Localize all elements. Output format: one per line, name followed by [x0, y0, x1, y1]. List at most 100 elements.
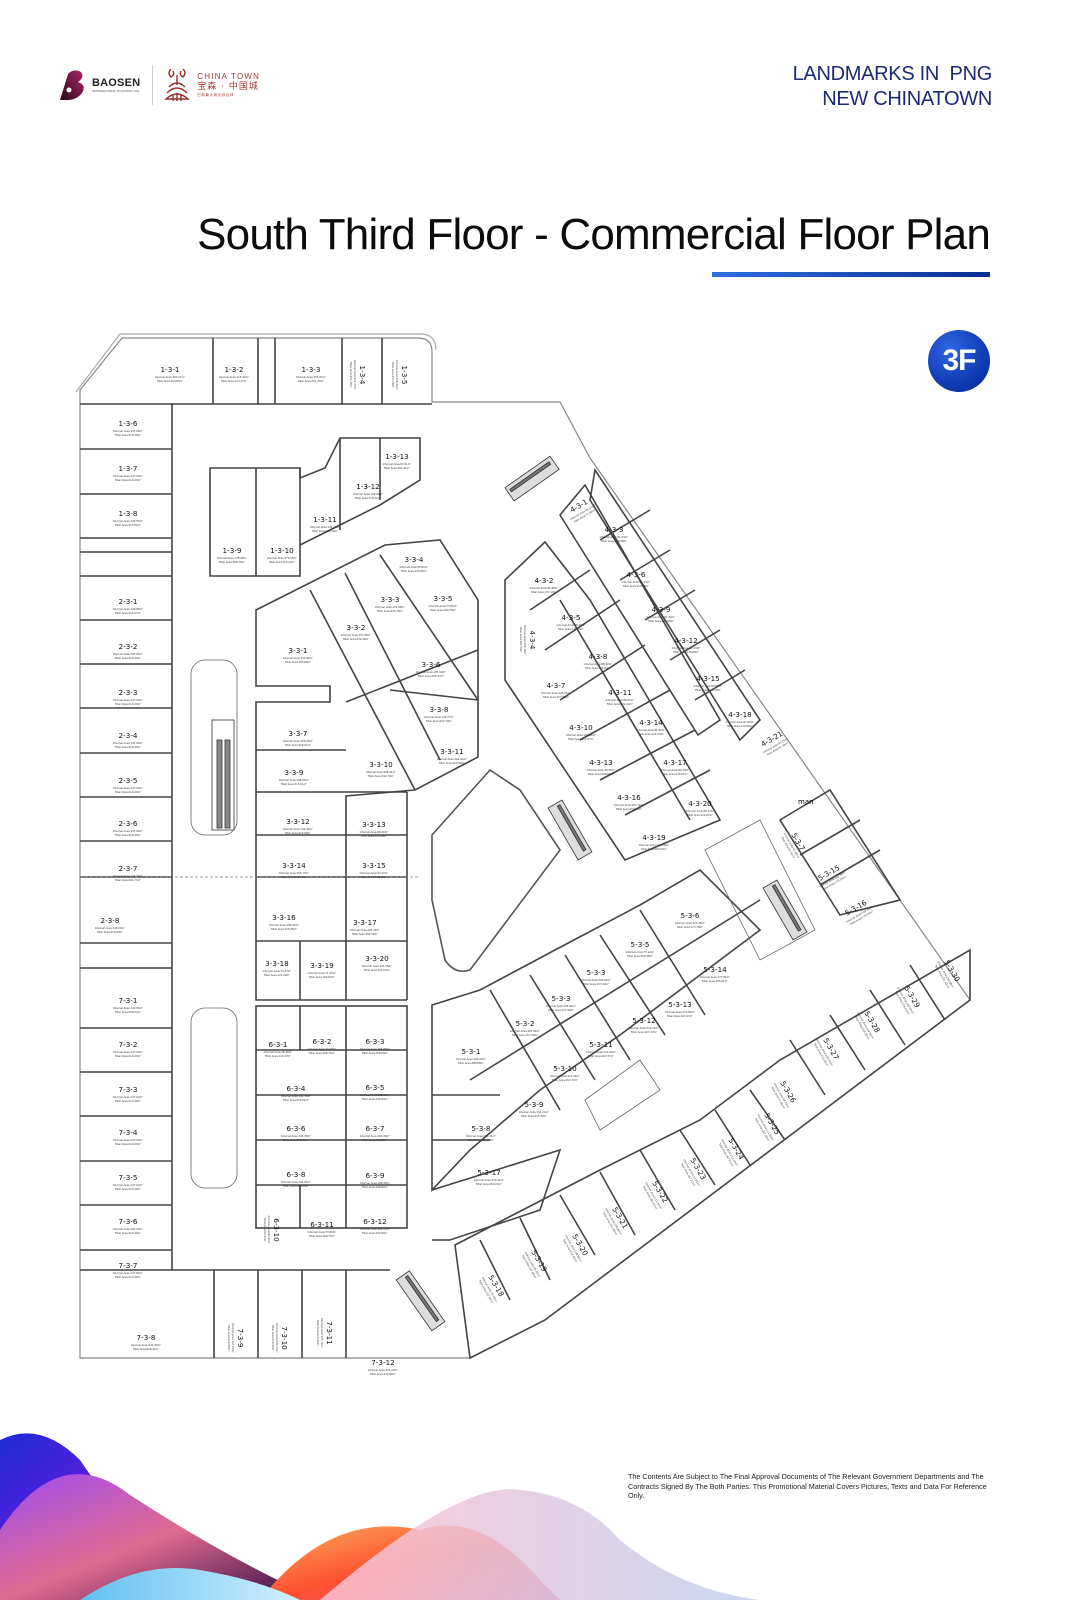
unit-7-3-4[interactable]: 7-3-4Internal Area:147.00m²Total Area:22… — [113, 1128, 143, 1146]
unit-4-3-17[interactable]: 4-3-17Internal Area:89.78m²Total Area:13… — [661, 758, 690, 776]
unit-3-3-4[interactable]: 3-3-4Internal Area:85.60m²Total Area:130… — [400, 555, 429, 573]
unit-4-3-20[interactable]: 4-3-20Internal Area:80.13m²Total Area:12… — [686, 799, 715, 817]
unit-1-3-9[interactable]: 1-3-9Internal Area:178.08m²Total Area:26… — [217, 546, 247, 564]
unit-7-3-5[interactable]: 7-3-5Internal Area:147.00m²Total Area:22… — [113, 1173, 143, 1191]
unit-4-3-19[interactable]: 4-3-19Internal Area:110.26m²Total Area:1… — [639, 833, 669, 851]
unit-4-3-16[interactable]: 4-3-16Internal Area:107.72m²Total Area:1… — [614, 793, 644, 811]
unit-3-3-5[interactable]: 3-3-5Internal Area:73.60m²Total Area:109… — [429, 594, 458, 612]
unit-4-3-12[interactable]: 4-3-12Internal Area:91.03m²Total Area:13… — [672, 636, 701, 654]
unit-3-3-18[interactable]: 3-3-18Internal Area:74.37m²Total Area:11… — [263, 959, 292, 977]
unit-1-3-13[interactable]: 1-3-13Internal Area:67.61m²Total Area:10… — [383, 452, 412, 470]
unit-1-3-12[interactable]: 1-3-12Internal Area:118.00m²Total Area:1… — [353, 482, 383, 500]
unit-7-3-11[interactable]: 7-3-11Internal Area:147.00m²Total Area:2… — [316, 1318, 334, 1348]
unit-4-3-4[interactable]: 4-3-4Internal Area:108.18m²Total Area:16… — [519, 625, 537, 655]
unit-5-3-28[interactable]: 5-3-28Internal Area:143.90m²Total Area:2… — [853, 1006, 884, 1041]
unit-3-3-3[interactable]: 3-3-3Internal Area:151.88m²Total Area:22… — [375, 595, 405, 613]
unit-2-3-1[interactable]: 2-3-1Internal Area:140.88m²Total Area:21… — [113, 597, 143, 615]
unit-5-3-13[interactable]: 5-3-13Internal Area:113.84m²Total Area:1… — [665, 1000, 695, 1018]
unit-5-3-17[interactable]: 5-3-17Internal Area:170.31m²Total Area:2… — [474, 1168, 504, 1186]
unit-1-3-1[interactable]: 1-3-1Internal Area:303.01m²Total Area:45… — [155, 365, 185, 383]
unit-3-3-10[interactable]: 3-3-10Internal Area:208.41m²Total Area:3… — [366, 760, 396, 778]
unit-7-3-1[interactable]: 7-3-1Internal Area:140.56m²Total Area:20… — [113, 996, 143, 1014]
unit-1-3-10[interactable]: 1-3-10Internal Area:170.53m²Total Area:2… — [267, 546, 297, 564]
unit-4-3-13[interactable]: 4-3-13Internal Area:98.38m²Total Area:14… — [587, 758, 616, 776]
unit-5-3-12[interactable]: 5-3-12Internal Area:112.14m²Total Area:1… — [629, 1016, 659, 1034]
unit-4-3-15[interactable]: 4-3-15Internal Area:84.62m²Total Area:12… — [694, 674, 723, 692]
unit-3-3-14[interactable]: 3-3-14Internal Area:155.73m²Total Area:2… — [279, 861, 309, 879]
unit-6-3-4[interactable]: 6-3-4Internal Area:144.38m²Total Area:21… — [281, 1084, 311, 1102]
unit-5-3-2[interactable]: 5-3-2Internal Area:105.84m²Total Area:15… — [510, 1019, 540, 1037]
unit-7-3-12[interactable]: 7-3-12Internal Area:155.00m²Total Area:2… — [368, 1358, 398, 1376]
unit-5-3-5[interactable]: 5-3-5Internal Area:73.12m²Total Area:109… — [626, 940, 655, 958]
unit-4-3-11[interactable]: 4-3-11Internal Area:88.65m²Total Area:13… — [606, 688, 635, 706]
unit-4-3-8[interactable]: 4-3-8Internal Area:88.20m²Total Area:131… — [584, 652, 613, 670]
unit-5-3-11[interactable]: 5-3-11Internal Area:111.34m²Total Area:1… — [586, 1040, 616, 1058]
unit-3-3-15[interactable]: 3-3-15Internal Area:93.22m²Total Area:13… — [360, 861, 389, 879]
unit-4-3-9[interactable]: 4-3-9Internal Area:91.94m²Total Area:136… — [647, 605, 676, 623]
unit-4-3-3[interactable]: 4-3-3Internal Area:91.94m²Total Area:136… — [600, 525, 629, 543]
unit-6-3-7[interactable]: 6-3-7Internal Area:100.38m²Total Area:14… — [360, 1124, 390, 1142]
unit-3-3-19[interactable]: 3-3-19Internal Area:71.40m²Total Area:10… — [308, 961, 337, 979]
unit-1-3-5[interactable]: 1-3-5Internal Area:106.31m²Total Area:15… — [391, 360, 409, 390]
unit-3-3-16[interactable]: 3-3-16Internal Area:186.92m²Total Area:2… — [269, 913, 299, 931]
unit-5-3-16[interactable]: 5-3-16Internal Area:120.40m²Total Area:1… — [840, 896, 875, 927]
unit-3-3-13[interactable]: 3-3-13Internal Area:96.40m²Total Area:14… — [360, 820, 389, 838]
unit-6-3-2[interactable]: 6-3-2Internal Area:73.28m²Total Area:109… — [308, 1037, 337, 1055]
unit-1-3-7[interactable]: 1-3-7Internal Area:147.00m²Total Area:21… — [113, 464, 143, 482]
unit-3-3-11[interactable]: 3-3-11Internal Area:162.00m²Total Area:2… — [437, 747, 467, 765]
unit-5-3-15[interactable]: 5-3-15Internal Area:120.96m²Total Area:1… — [813, 861, 848, 892]
unit-4-3-10[interactable]: 4-3-10Internal Area:100.84m²Total Area:1… — [566, 723, 596, 741]
unit-5-3-29[interactable]: 5-3-29Internal Area:145.90m²Total Area:2… — [893, 981, 924, 1016]
unit-4-3-21[interactable]: 4-3-21Internal Area:41.25m²Total Area:61… — [757, 728, 791, 758]
unit-6-3-9[interactable]: 6-3-9Internal Area:100.38m²Total Area:14… — [360, 1171, 390, 1189]
unit-6-3-6[interactable]: 6-3-6Internal Area:144.38m²Total Area:21… — [281, 1124, 311, 1142]
unit-7-3-6[interactable]: 7-3-6Internal Area:147.00m²Total Area:21… — [113, 1217, 143, 1235]
unit-2-3-8[interactable]: 2-3-8Internal Area:140.00m²Total Area:21… — [95, 916, 125, 934]
unit-2-3-2[interactable]: 2-3-2Internal Area:147.00m²Total Area:21… — [113, 642, 143, 660]
unit-3-3-12[interactable]: 3-3-12Internal Area:144.96m²Total Area:2… — [283, 817, 313, 835]
unit-5-3-24[interactable]: 5-3-24Internal Area:112.20m²Total Area:1… — [717, 1133, 748, 1168]
unit-5-3-3[interactable]: 5-3-3Internal Area:105.84m²Total Area:15… — [546, 994, 576, 1012]
unit-3-3-8[interactable]: 3-3-8Internal Area:149.27m²Total Area:22… — [424, 705, 454, 723]
unit-5-3-23[interactable]: 5-3-23Internal Area:112.20m²Total Area:1… — [679, 1153, 710, 1188]
unit-3-3-9[interactable]: 3-3-9Internal Area:196.05m²Total Area:31… — [279, 768, 309, 786]
unit-2-3-5[interactable]: 2-3-5Internal Area:147.00m²Total Area:21… — [113, 776, 143, 794]
unit-5-3-18[interactable]: 5-3-18Internal Area:75.99m²Total Area:11… — [477, 1271, 507, 1305]
unit-4-3-14[interactable]: 4-3-14Internal Area:81.90m²Total Area:12… — [637, 718, 666, 736]
unit-5-3-21[interactable]: 5-3-21Internal Area:106.80m²Total Area:1… — [601, 1202, 632, 1237]
unit-6-3-1[interactable]: 6-3-1Internal Area:76.36m²Total Area:114… — [264, 1040, 293, 1058]
unit-3-3-1[interactable]: 3-3-1Internal Area:237.84m²Total Area:36… — [283, 646, 313, 664]
unit-6-3-11[interactable]: 6-3-11Internal Area:73.50m²Total Area:10… — [308, 1220, 337, 1238]
unit-7-3-2[interactable]: 7-3-2Internal Area:147.00m²Total Area:21… — [113, 1040, 143, 1058]
unit-3-3-17[interactable]: 3-3-17Internal Area:105.38m²Total Area:1… — [350, 918, 380, 936]
unit-4-3-6[interactable]: 4-3-6Internal Area:91.94m²Total Area:133… — [622, 570, 651, 588]
unit-6-3-5[interactable]: 6-3-5Internal Area:100.38m²Total Area:14… — [360, 1083, 390, 1101]
unit-2-3-7[interactable]: 2-3-7Internal Area:126.30m²Total Area:20… — [113, 864, 143, 882]
unit-5-3-6[interactable]: 5-3-6Internal Area:115.38m²Total Area:17… — [675, 911, 705, 929]
unit-2-3-3[interactable]: 2-3-3Internal Area:147.00m²Total Area:21… — [113, 688, 143, 706]
unit-7-3-3[interactable]: 7-3-3Internal Area:147.00m²Total Area:21… — [113, 1085, 143, 1103]
unit-3-3-20[interactable]: 3-3-20Internal Area:101.58m²Total Area:1… — [362, 954, 392, 972]
unit-5-3-19[interactable]: 5-3-19Internal Area:99.00m²Total Area:14… — [520, 1246, 550, 1280]
unit-3-3-6[interactable]: 3-3-6Internal Area:197.00m²Total Area:29… — [416, 660, 446, 678]
unit-6-3-12[interactable]: 6-3-12Internal Area:104.20m²Total Area:1… — [360, 1217, 390, 1235]
unit-1-3-6[interactable]: 1-3-6Internal Area:147.08m²Total Area:21… — [113, 419, 143, 437]
unit-5-3-10[interactable]: 5-3-10Internal Area:111.54m²Total Area:1… — [550, 1064, 580, 1082]
unit-5-3-22[interactable]: 5-3-22Internal Area:111.20m²Total Area:1… — [641, 1176, 672, 1211]
unit-7-3-10[interactable]: 7-3-10Internal Area:147.00m²Total Area:2… — [271, 1323, 289, 1353]
unit-4-3-7[interactable]: 4-3-7Internal Area:105.83m²Total Area:15… — [541, 681, 571, 699]
unit-5-3-14[interactable]: 5-3-14Internal Area:177.84m²Total Area:2… — [700, 965, 730, 983]
unit-5-3-9[interactable]: 5-3-9Internal Area:144.24m²Total Area:21… — [519, 1100, 549, 1118]
unit-6-3-10[interactable]: 6-3-10Internal Area:62.40m²Total Area:93… — [263, 1216, 281, 1245]
unit-3-3-7[interactable]: 3-3-7Internal Area:150.05m²Total Area:22… — [283, 729, 313, 747]
unit-5-3-20[interactable]: 5-3-20Internal Area:146.80m²Total Area:2… — [561, 1229, 592, 1264]
unit-2-3-4[interactable]: 2-3-4Internal Area:147.00m²Total Area:21… — [113, 731, 143, 749]
unit-1-3-8[interactable]: 1-3-8Internal Area:145.55m²Total Area:21… — [113, 509, 143, 527]
unit-5-3-8[interactable]: 5-3-8Internal Area:108.31m²Total Area:16… — [466, 1124, 496, 1142]
unit-6-3-3[interactable]: 6-3-3Internal Area:104.88m²Total Area:15… — [360, 1037, 390, 1055]
unit-5-3-27[interactable]: 5-3-27Internal Area:145.93m²Total Area:2… — [812, 1033, 843, 1068]
unit-7-3-7[interactable]: 7-3-7Internal Area:147.80m²Total Area:21… — [113, 1261, 143, 1279]
unit-5-3-1[interactable]: 5-3-1Internal Area:190.93m²Total Area:28… — [456, 1047, 486, 1065]
unit-4-3-2[interactable]: 4-3-2Internal Area:91.88m²Total Area:137… — [530, 576, 559, 594]
unit-3-3-2[interactable]: 3-3-2Internal Area:157.88m²Total Area:23… — [341, 623, 371, 641]
